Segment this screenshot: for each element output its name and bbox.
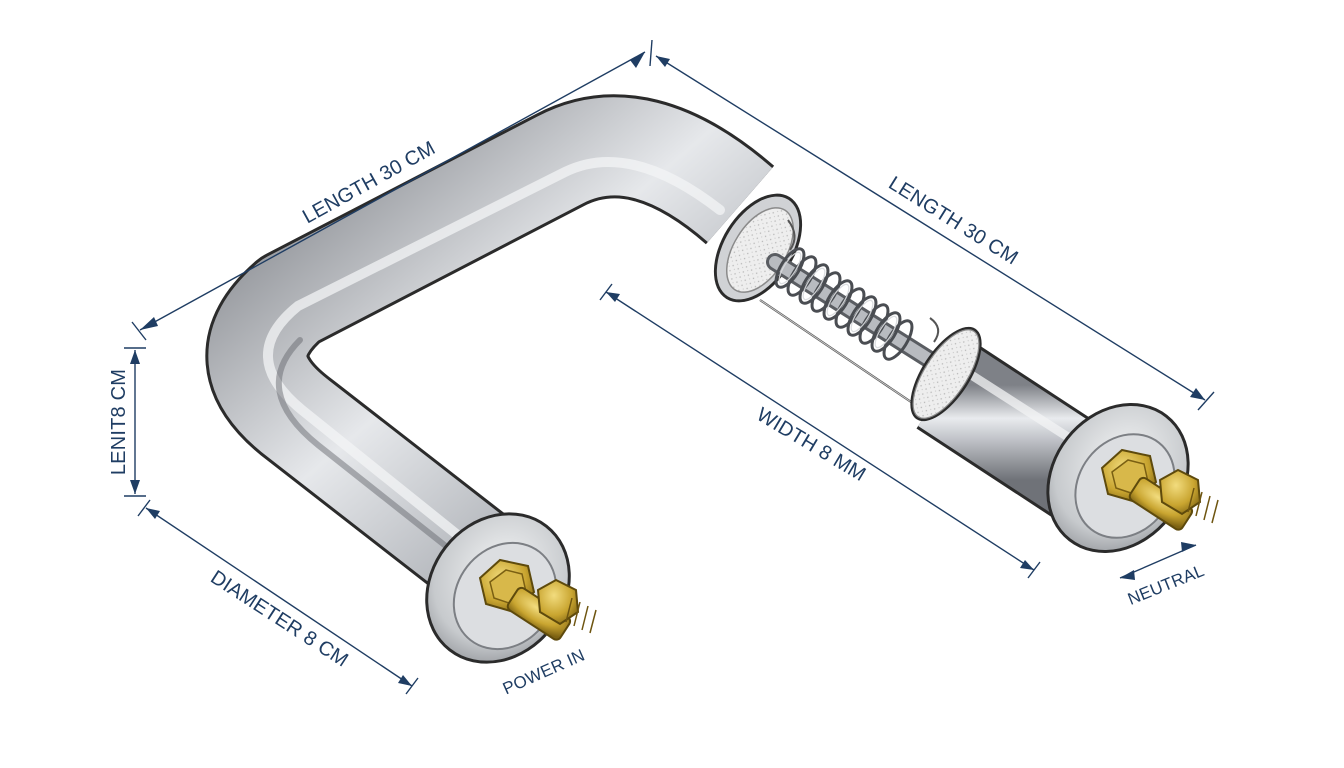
lead-wire	[759, 219, 940, 409]
power-in-terminal	[478, 558, 597, 641]
length-label-right: LENGTH 30 CM	[885, 172, 1022, 269]
dimension-left-side: LENIT8 CM	[108, 347, 146, 497]
left-side-label: LENIT8 CM	[108, 369, 130, 475]
neutral-label: NEUTRAL	[1125, 561, 1207, 609]
neutral-terminal	[1100, 448, 1219, 531]
heating-coil	[766, 247, 939, 369]
steel-tube	[205, 94, 775, 602]
width-label: WIDTH 8 MM	[753, 404, 870, 486]
diameter-label: DIAMETER 8 CM	[206, 566, 352, 671]
dimension-neutral: NEUTRAL	[1119, 542, 1207, 609]
